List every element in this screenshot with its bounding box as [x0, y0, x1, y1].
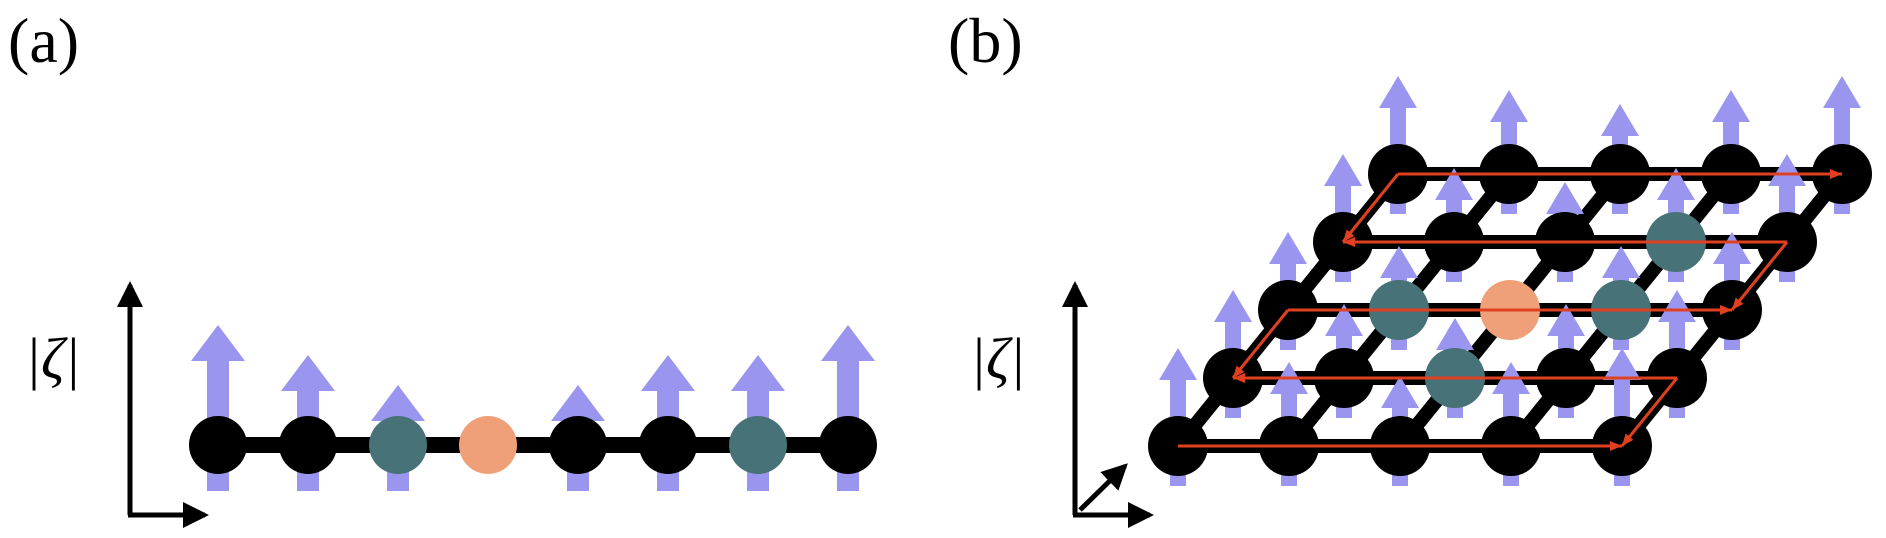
spin-arrow-head: [1602, 246, 1640, 278]
spin-arrow-head: [1712, 90, 1750, 122]
spin-arrow-head: [1325, 304, 1363, 336]
panel-b-axis-label: |ζ|: [970, 326, 1025, 391]
spin-arrow-head: [1324, 154, 1362, 186]
spin-arrow-head: [1603, 348, 1641, 380]
panel-a-label: (a): [8, 5, 79, 76]
neighbor-site: [369, 416, 427, 474]
spin-arrow-head: [1436, 318, 1474, 350]
panel-a-axes: [117, 281, 209, 528]
panel-b-label: (b): [948, 5, 1023, 76]
spin-arrow-head: [1601, 104, 1639, 136]
spin-arrow-head: [1658, 290, 1696, 322]
spin-arrow-head: [1435, 168, 1473, 200]
spin-arrow-head: [551, 385, 605, 421]
spin-arrow-head: [1379, 76, 1417, 108]
spin-arrow-head: [1547, 304, 1585, 336]
lattice-site: [279, 416, 337, 474]
path-arrow: [1620, 377, 1679, 447]
spin-arrow-head: [1490, 90, 1528, 122]
path-arrow: [1341, 173, 1400, 243]
panel-a: (a) |ζ|: [8, 5, 877, 528]
spin-arrow-head: [1657, 168, 1695, 200]
lattice-site: [819, 416, 877, 474]
neighbor-site: [729, 416, 787, 474]
spin-arrow-head: [371, 385, 425, 421]
spin-arrow-head: [1381, 376, 1419, 408]
lattice-site: [639, 416, 697, 474]
spin-arrow-head: [1823, 76, 1861, 108]
lattice-site: [189, 416, 247, 474]
spin-arrow-head: [1269, 232, 1307, 264]
panel-b-axes: [1062, 281, 1154, 528]
spin-arrow-head: [1214, 290, 1252, 322]
path-arrow: [1231, 309, 1290, 379]
path-arrow: [1730, 241, 1789, 311]
spin-arrow-head: [1713, 232, 1751, 264]
spin-arrow-head: [1159, 348, 1197, 380]
lattice-site: [549, 416, 607, 474]
spin-arrow-head: [1380, 246, 1418, 278]
panel-b-depth-axis: [1078, 463, 1128, 512]
panel-a-sites: [189, 416, 877, 474]
spin-arrow-head: [1546, 182, 1584, 214]
panel-b-path-arrows: [1178, 169, 1842, 451]
spin-arrow-head: [731, 355, 785, 391]
spin-arrow-head: [821, 325, 875, 361]
panel-b: (b) |ζ|: [948, 5, 1872, 528]
defect-site: [459, 416, 517, 474]
spin-arrow-head: [1768, 154, 1806, 186]
spin-arrow-head: [191, 325, 245, 361]
spin-arrow-head: [281, 355, 335, 391]
spin-arrow-head: [641, 355, 695, 391]
panel-a-axis-label: |ζ|: [25, 326, 80, 391]
